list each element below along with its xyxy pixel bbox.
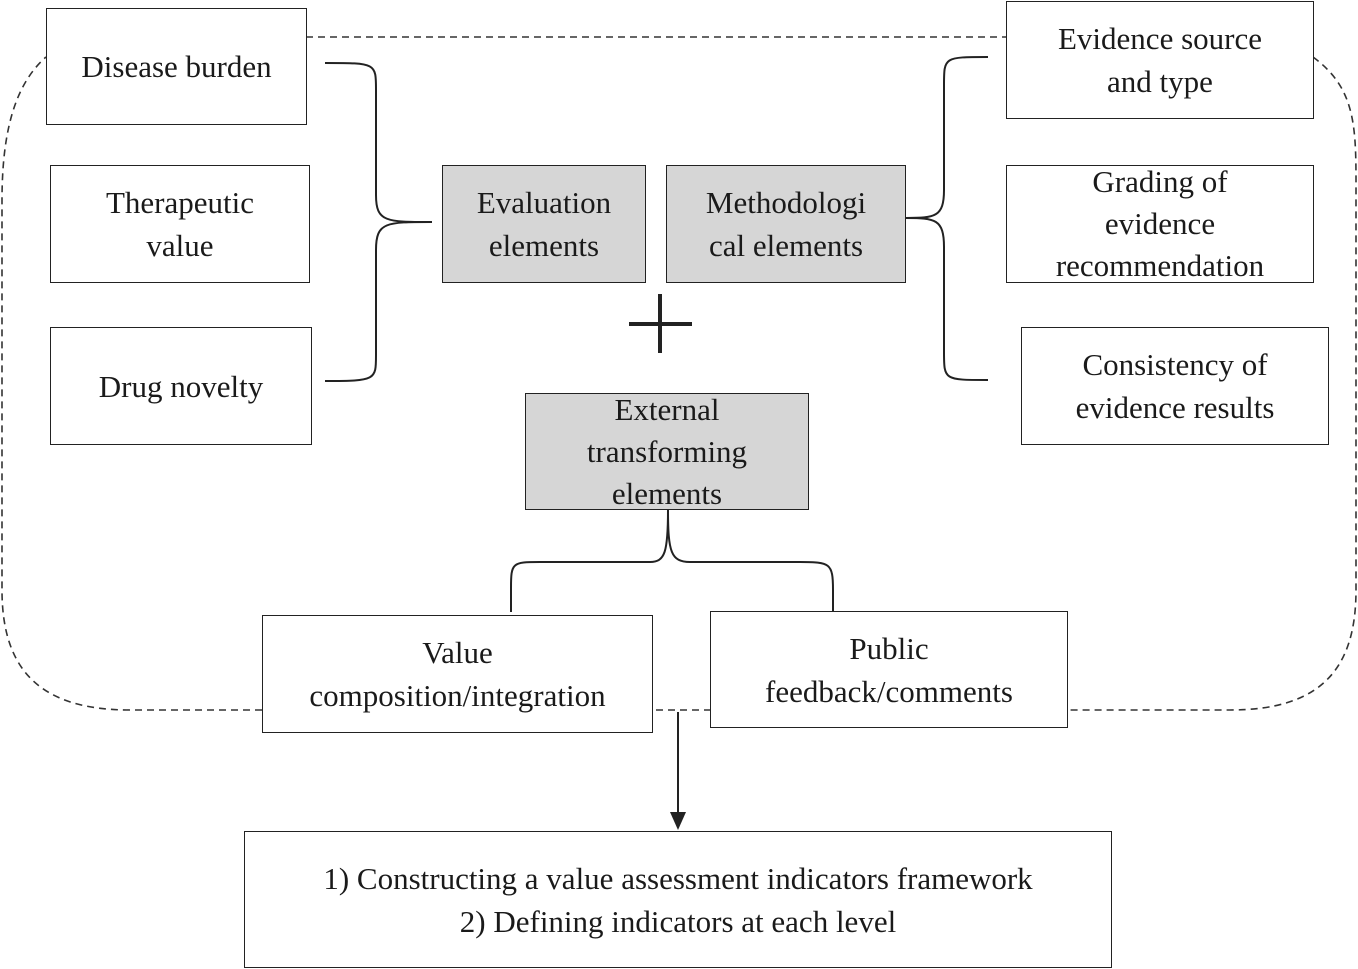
methodological-elements-box: Methodologi cal elements [666, 165, 906, 283]
bottom-bracket [510, 509, 834, 612]
evidence-source-line-2: and type [1107, 64, 1213, 99]
external-transforming-line-2: transforming [586, 433, 748, 469]
public-feedback-line-1: Public [849, 630, 929, 666]
therapeutic-value-line-1: Therapeutic [105, 185, 255, 220]
methodological-elements-line-2: cal elements [708, 228, 864, 263]
evaluation-elements-line-2: elements [488, 228, 600, 263]
consistency-of-evidence-box: Consistency of evidence results [1021, 327, 1329, 445]
evidence-source-line-1: Evidence source [1058, 21, 1262, 56]
therapeutic-value-line-2: value [146, 228, 214, 263]
grading-of-evidence-line-3: recommendation [1055, 248, 1265, 283]
evaluation-elements-line-1: Evaluation [476, 185, 612, 220]
grading-of-evidence-line-1: Grading of [1092, 164, 1228, 199]
value-composition-line-2: composition/integration [309, 678, 606, 713]
external-transforming-elements-box: External transforming elements [525, 392, 809, 511]
methodological-elements-line-1: Methodologi [705, 185, 867, 220]
left-bracket [324, 62, 433, 382]
external-transforming-line-3: elements [611, 475, 723, 511]
outcome-box: 1) Constructing a value assessment indic… [244, 831, 1112, 968]
outcome-line-2: 2) Defining indicators at each level [459, 903, 897, 939]
public-feedback-box: Public feedback/comments [710, 611, 1068, 728]
plus-symbol [629, 294, 692, 353]
value-composition-box: Value composition/integration [262, 615, 653, 733]
consistency-of-evidence-line-1: Consistency of [1082, 347, 1268, 382]
dashed-boundary [1, 36, 1357, 711]
value-composition-line-1: Value [422, 635, 493, 670]
disease-burden-label: Disease burden [81, 49, 272, 84]
drug-novelty-label: Drug novelty [98, 368, 264, 404]
right-bracket [905, 56, 989, 381]
evidence-source-box: Evidence source and type [1006, 1, 1314, 119]
disease-burden-box: Disease burden [46, 8, 307, 125]
public-feedback-line-2: feedback/comments [765, 673, 1013, 709]
arrow-head [670, 812, 686, 830]
grading-of-evidence-box: Grading of evidence recommendation [1006, 164, 1314, 283]
therapeutic-value-box: Therapeutic value [50, 165, 310, 283]
grading-of-evidence-line-2: evidence [1104, 206, 1216, 241]
external-transforming-line-1: External [614, 391, 720, 427]
outcome-line-1: 1) Constructing a value assessment indic… [323, 860, 1033, 896]
consistency-of-evidence-line-2: evidence results [1075, 390, 1275, 425]
evaluation-elements-box: Evaluation elements [442, 165, 646, 283]
drug-novelty-box: Drug novelty [50, 327, 312, 445]
